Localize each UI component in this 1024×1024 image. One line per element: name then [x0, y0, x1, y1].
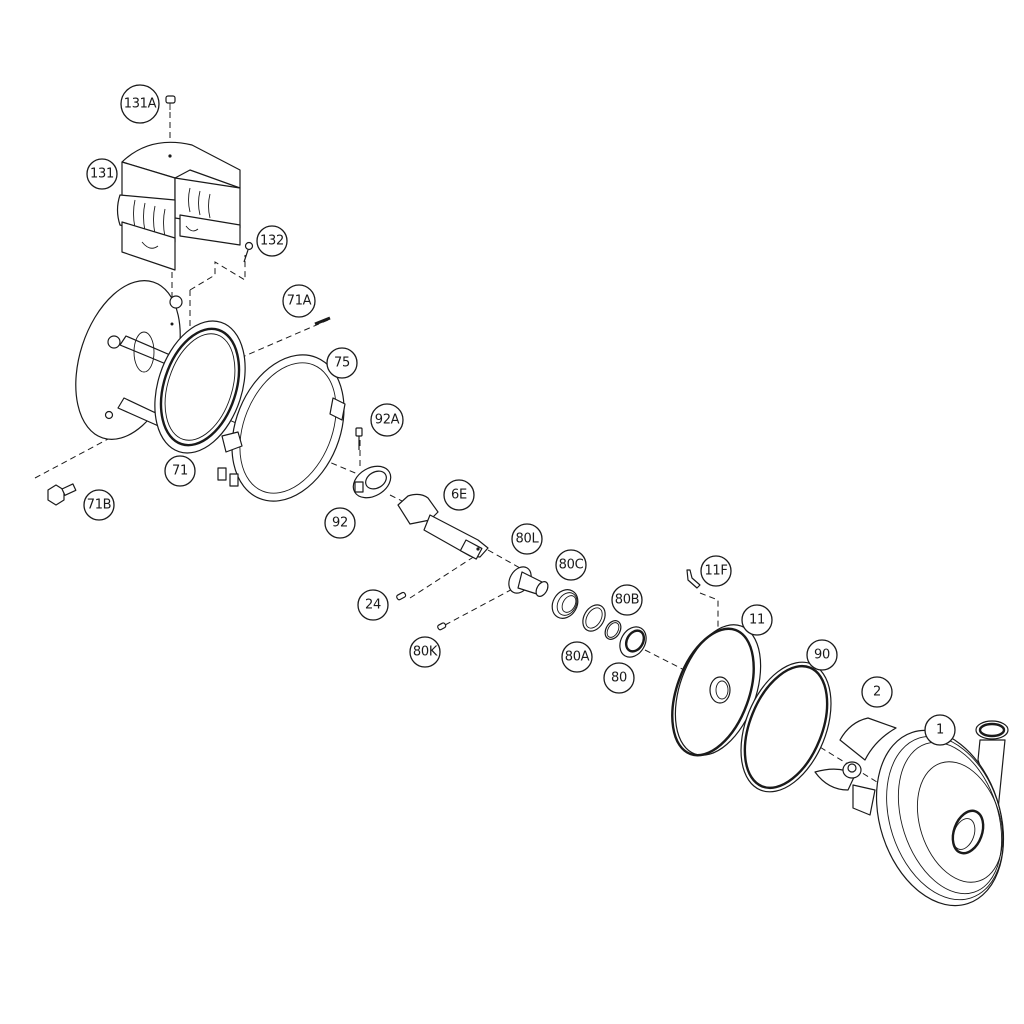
- label-71B: 71B: [87, 498, 112, 513]
- callout-131A: 131A: [120, 84, 160, 124]
- part-24-set-screw: [396, 591, 407, 601]
- label-80: 80: [611, 671, 627, 686]
- label-90: 90: [814, 648, 830, 663]
- callout-80C: 80C: [555, 549, 587, 581]
- label-71: 71: [172, 464, 188, 479]
- label-80K: 80K: [413, 645, 438, 660]
- label-80B: 80B: [615, 593, 640, 608]
- label-11F: 11F: [704, 564, 727, 579]
- label-92A: 92A: [375, 413, 400, 428]
- label-80L: 80L: [516, 532, 540, 547]
- callout-71: 71: [164, 455, 196, 487]
- part-75-clamp: [217, 354, 346, 502]
- label-75: 75: [334, 356, 350, 371]
- label-80C: 80C: [559, 558, 584, 573]
- callout-132: 132: [256, 225, 288, 257]
- part-11F-clip: [686, 569, 701, 589]
- part-132-pin: [243, 241, 254, 263]
- part-71A-pin: [314, 316, 331, 326]
- callout-2: 2: [861, 676, 893, 708]
- part-80L-shaft-sleeve: [508, 566, 549, 597]
- callout-75: 75: [326, 347, 358, 379]
- part-2-impeller: [814, 717, 897, 816]
- label-11: 11: [749, 613, 765, 628]
- callout-80K: 80K: [409, 636, 441, 668]
- part-131-coupling-guard: [116, 141, 241, 271]
- label-24: 24: [365, 598, 381, 613]
- part-80B-o-ring: [604, 620, 622, 640]
- callout-11: 11: [741, 604, 773, 636]
- part-80A-ring: [582, 604, 606, 632]
- label-131: 131: [90, 167, 114, 182]
- label-80A: 80A: [565, 650, 590, 665]
- part-80-mechanical-seal: [619, 626, 647, 658]
- callout-131: 131: [86, 158, 118, 190]
- label-2: 2: [873, 685, 881, 700]
- callout-92: 92: [324, 507, 356, 539]
- part-131A-screw: [165, 95, 176, 110]
- part-80C-spring: [551, 589, 579, 619]
- callout-90: 90: [806, 639, 838, 671]
- part-71B-bolt: [47, 483, 77, 506]
- label-1: 1: [936, 723, 944, 738]
- part-6E-shaft: [397, 493, 489, 560]
- label-131A: 131A: [124, 97, 157, 112]
- callout-24: 24: [357, 589, 389, 621]
- label-132: 132: [260, 234, 284, 249]
- part-92-collar: [352, 465, 392, 499]
- part-11-back-plate: [671, 624, 762, 757]
- part-71-adapter: [75, 280, 246, 454]
- callout-71A: 71A: [282, 284, 316, 318]
- callout-71B: 71B: [83, 489, 115, 521]
- callout-6E: 6E: [443, 479, 475, 511]
- label-92: 92: [332, 516, 348, 531]
- callout-11F: 11F: [700, 555, 732, 587]
- callout-80L: 80L: [511, 523, 543, 555]
- callout-80: 80: [603, 662, 635, 694]
- part-80K-set-screw: [437, 622, 447, 631]
- label-71A: 71A: [287, 294, 312, 309]
- part-92A-screw: [355, 427, 363, 450]
- callout-1: 1: [924, 714, 956, 746]
- part-1-pump-casing: [875, 720, 1009, 907]
- callout-80B: 80B: [611, 584, 643, 616]
- callout-92A: 92A: [370, 403, 404, 437]
- label-6E: 6E: [451, 488, 467, 503]
- callout-80A: 80A: [561, 641, 593, 673]
